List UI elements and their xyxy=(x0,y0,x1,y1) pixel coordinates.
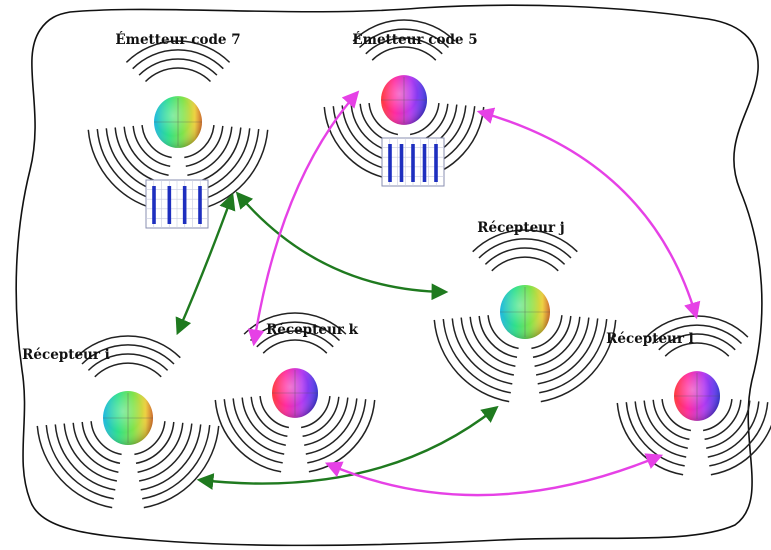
wave-arc xyxy=(478,315,518,359)
code-chart-icon xyxy=(381,137,445,187)
wave-arc xyxy=(702,399,733,432)
wave-arc-top xyxy=(365,37,443,55)
node-ri: Récepteur i xyxy=(22,335,220,509)
wave-arc xyxy=(123,126,169,176)
link-em5-rl xyxy=(476,107,701,320)
node-rl: Récepteur l xyxy=(606,315,771,476)
node-label-ri: Récepteur i xyxy=(22,347,110,363)
node-label-em7: Émetteur code 7 xyxy=(115,32,240,48)
node-rj: Récepteur j xyxy=(433,220,617,403)
wave-arc xyxy=(652,399,690,441)
wave-arc xyxy=(36,425,113,509)
wave-arc xyxy=(537,318,599,385)
wave-arc xyxy=(707,401,760,458)
node-label-rj: Récepteur j xyxy=(477,220,564,236)
link-rk-rl xyxy=(324,453,664,497)
wave-arc-top xyxy=(352,19,456,42)
wave-arc xyxy=(187,126,233,176)
wave-arc xyxy=(643,400,688,449)
wave-arc xyxy=(368,103,399,136)
wave-arc-top xyxy=(658,333,736,351)
wave-arc xyxy=(460,317,515,376)
wave-arc xyxy=(90,421,122,456)
wave-arc xyxy=(45,425,114,500)
code-bar xyxy=(198,186,202,224)
wave-arc-top xyxy=(132,49,224,70)
wave-arc xyxy=(323,106,391,180)
wave-arc xyxy=(137,422,184,473)
wave-arc xyxy=(531,315,563,350)
environment-boundary xyxy=(15,4,763,547)
code-bar xyxy=(167,186,172,224)
wave-arc xyxy=(540,319,617,403)
wave-arc xyxy=(214,399,282,473)
wave-arc xyxy=(433,319,510,403)
nodes-layer: Émetteur code 7 Émetteur code 5 Récepteur … xyxy=(22,19,771,509)
wave-arc xyxy=(535,317,590,376)
link-em5-rk xyxy=(247,90,360,347)
node-label-em5: Émetteur code 5 xyxy=(352,32,477,48)
wave-arc xyxy=(539,319,608,394)
wave-arc-top xyxy=(75,335,181,359)
wave-arc-top xyxy=(651,324,743,345)
wave-arc xyxy=(409,103,440,136)
wave-arc-top xyxy=(358,28,450,49)
node-label-rl: Récepteur l xyxy=(606,331,694,347)
wave-arc xyxy=(63,423,118,482)
wave-arc-top xyxy=(664,342,730,357)
code-bar xyxy=(388,144,392,182)
wave-arc xyxy=(709,402,769,467)
wave-arc-top xyxy=(144,67,212,83)
code-bar xyxy=(434,144,438,182)
wave-arc xyxy=(132,125,171,168)
wave-arc-top xyxy=(87,353,169,371)
wave-arc xyxy=(661,399,692,432)
node-label-rk: Récepteur k xyxy=(266,322,359,338)
wave-arc xyxy=(710,424,771,476)
wave-arc xyxy=(72,422,119,473)
wave-arc xyxy=(487,315,519,350)
wave-arc xyxy=(81,421,121,465)
code-bar xyxy=(182,186,187,224)
link-em7-ri xyxy=(175,192,236,336)
wave-arc xyxy=(532,315,572,359)
code-bar xyxy=(411,144,415,182)
code-chart-icon xyxy=(145,179,209,229)
code-bar xyxy=(422,144,427,182)
code-bar xyxy=(152,186,156,224)
wave-arc-top xyxy=(484,247,566,265)
wave-arc xyxy=(141,125,172,159)
wave-arc xyxy=(134,421,166,456)
wave-arc xyxy=(184,125,215,159)
wave-arc xyxy=(706,400,751,449)
wave-arc xyxy=(451,318,513,385)
wave-arc xyxy=(135,421,175,465)
wave-arc-top xyxy=(138,58,218,76)
wave-arc-top xyxy=(491,256,559,272)
links-layer xyxy=(175,90,701,497)
wave-arc-top xyxy=(81,344,175,365)
node-em5: Émetteur code 5 xyxy=(323,19,485,187)
wave-arc xyxy=(625,402,685,467)
wave-arc xyxy=(185,125,224,168)
wave-arc xyxy=(308,399,376,473)
wave-arc xyxy=(442,319,511,394)
code-bar xyxy=(399,144,404,182)
wave-arc-top xyxy=(94,362,162,378)
wave-arc xyxy=(138,423,193,482)
link-em7-rj xyxy=(235,191,449,301)
wave-arc xyxy=(142,425,211,500)
wave-arc xyxy=(704,399,742,441)
wave-arc-top xyxy=(371,46,437,61)
wave-arc xyxy=(616,402,684,476)
wave-arc-top xyxy=(125,40,231,63)
node-rk: Récepteur k xyxy=(214,312,376,473)
wave-arc-top xyxy=(262,339,328,354)
wave-arc xyxy=(54,424,116,491)
wave-arc xyxy=(534,316,581,367)
wave-arc xyxy=(634,401,687,458)
wave-arc xyxy=(469,316,516,367)
